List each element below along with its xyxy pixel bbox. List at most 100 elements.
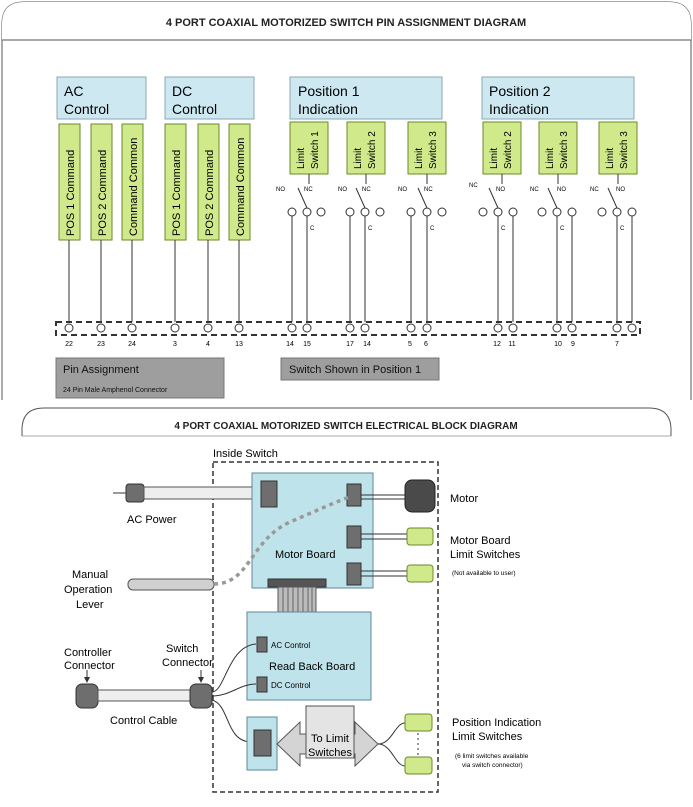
svg-text:AC Control: AC Control [271, 641, 310, 650]
svg-text:Motor Board: Motor Board [275, 549, 336, 561]
svg-text:22: 22 [65, 341, 73, 348]
svg-text:Limit: Limit [545, 148, 556, 169]
svg-text:NO: NO [338, 187, 347, 193]
svg-text:12: 12 [493, 341, 501, 348]
svg-text:Motor Board: Motor Board [450, 535, 511, 547]
command-pos1-dc: POS 1 Command [164, 123, 187, 322]
svg-text:4: 4 [206, 341, 210, 348]
command-pos2-ac: POS 2 Command [90, 123, 113, 322]
svg-text:14: 14 [286, 341, 294, 348]
svg-text:Control: Control [64, 101, 109, 117]
group-header-dc: DC Control [164, 76, 255, 120]
position-indication-switches: Position Indication Limit Switches (6 li… [377, 713, 541, 775]
svg-text:Position 1: Position 1 [298, 83, 360, 99]
inside-switch-boundary [212, 461, 439, 793]
svg-text:NC: NC [424, 187, 433, 193]
svg-text:Pin Assignment: Pin Assignment [63, 364, 139, 376]
svg-text:NC: NC [362, 187, 371, 193]
svg-text:POS 1 Command: POS 1 Command [65, 150, 77, 236]
svg-text:Limit: Limit [296, 148, 307, 169]
svg-text:Limit Switches: Limit Switches [450, 549, 521, 561]
svg-text:Command Common: Command Common [128, 138, 140, 236]
block-panel-frame [21, 407, 672, 436]
svg-text:NC: NC [590, 187, 599, 193]
svg-text:24: 24 [128, 341, 136, 348]
limit-switch-p1-2: Limit Switch 2 NO NC C [338, 121, 386, 322]
position-connector-board [246, 716, 278, 771]
svg-text:C: C [310, 226, 315, 232]
svg-text:Position Indication: Position Indication [452, 717, 541, 729]
svg-text:Limit: Limit [489, 148, 500, 169]
limit-switch-p1-1: Limit Switch 1 NO NC C [276, 121, 329, 322]
svg-text:Lever: Lever [76, 599, 104, 611]
ac-power-cable: AC Power [113, 483, 263, 526]
svg-text:To Limit: To Limit [311, 733, 349, 745]
svg-text:Control Cable: Control Cable [110, 715, 177, 727]
switch-position-label: Switch Shown in Position 1 [280, 357, 440, 381]
svg-text:NC: NC [530, 187, 539, 193]
svg-text:NO: NO [398, 187, 407, 193]
svg-text:9: 9 [571, 341, 575, 348]
svg-text:NO: NO [276, 187, 285, 193]
svg-text:via switch connector): via switch connector) [462, 762, 523, 769]
svg-text:(6 limit switches available: (6 limit switches available [455, 753, 529, 760]
svg-text:Limit: Limit [605, 148, 616, 169]
svg-text:3: 3 [173, 341, 177, 348]
svg-text:NO: NO [557, 187, 566, 193]
group-header-position1: Position 1 Indication [289, 76, 443, 120]
svg-text:Manual: Manual [72, 569, 108, 581]
svg-text:Limit: Limit [353, 148, 364, 169]
svg-text:C: C [620, 226, 625, 232]
motor-board: Motor Board [251, 472, 374, 589]
svg-text:NO: NO [616, 187, 625, 193]
control-cable: Controller Connector Switch Connector Co… [64, 643, 213, 727]
motor: Motor [361, 479, 478, 513]
svg-text:AC: AC [64, 83, 83, 99]
svg-text:10: 10 [554, 341, 562, 348]
svg-text:11: 11 [508, 341, 515, 348]
group-header-position2: Position 2 Indication [481, 76, 635, 120]
svg-text:Connector: Connector [162, 657, 213, 669]
svg-text:C: C [560, 226, 565, 232]
svg-text:POS 1 Command: POS 1 Command [171, 150, 183, 236]
svg-text:17: 17 [346, 341, 354, 348]
internal-wiring [211, 643, 257, 743]
svg-text:Command Common: Command Common [235, 138, 247, 236]
svg-text:Switch Shown in Position 1: Switch Shown in Position 1 [289, 364, 421, 376]
svg-text:Switch: Switch [166, 643, 198, 655]
svg-text:Switch 1: Switch 1 [310, 131, 321, 169]
svg-text:NC: NC [304, 187, 313, 193]
svg-text:Read Back Board: Read Back Board [269, 661, 355, 673]
svg-text:Operation: Operation [64, 584, 112, 596]
to-limit-switches-arrow: To Limit Switches [276, 705, 379, 768]
command-common-dc: Command Common [228, 123, 251, 322]
limit-switch-p1-3: Limit Switch 3 NO NC C [398, 121, 447, 322]
svg-text:Indication: Indication [489, 101, 549, 117]
svg-text:14: 14 [363, 341, 371, 348]
svg-text:24 Pin Male Amphenol Connector: 24 Pin Male Amphenol Connector [63, 387, 168, 394]
svg-text:DC Control: DC Control [271, 681, 311, 690]
svg-text:5: 5 [408, 341, 412, 348]
svg-text:15: 15 [303, 341, 311, 348]
svg-text:C: C [430, 226, 435, 232]
pin-diagram-title: 4 PORT COAXIAL MOTORIZED SWITCH PIN ASSI… [166, 17, 526, 29]
limit-switch-p2-3b: Limit Switch 3 NC NO C [590, 121, 638, 322]
read-back-board: AC Control DC Control Read Back Board [246, 611, 372, 701]
svg-text:Switch 3: Switch 3 [559, 131, 570, 169]
block-diagram-title: 4 PORT COAXIAL MOTORIZED SWITCH ELECTRIC… [174, 421, 517, 432]
svg-text:13: 13 [235, 341, 243, 348]
svg-text:NC: NC [469, 183, 478, 189]
svg-text:Control: Control [172, 101, 217, 117]
svg-text:Switch 2: Switch 2 [503, 131, 514, 169]
svg-text:POS 2 Command: POS 2 Command [204, 150, 216, 236]
svg-text:Switch 3: Switch 3 [619, 131, 630, 169]
pin-assignment-label: Pin Assignment 24 Pin Male Amphenol Conn… [55, 357, 225, 399]
motor-board-limit-switches: Motor Board Limit Switches (Not availabl… [361, 527, 521, 583]
limit-switch-p2-2: Limit Switch 2 NC NO C [469, 121, 522, 322]
command-common-ac: Command Common [121, 123, 144, 322]
connector-pins [64, 323, 637, 333]
svg-text:C: C [368, 226, 373, 232]
svg-text:AC Power: AC Power [127, 514, 177, 526]
